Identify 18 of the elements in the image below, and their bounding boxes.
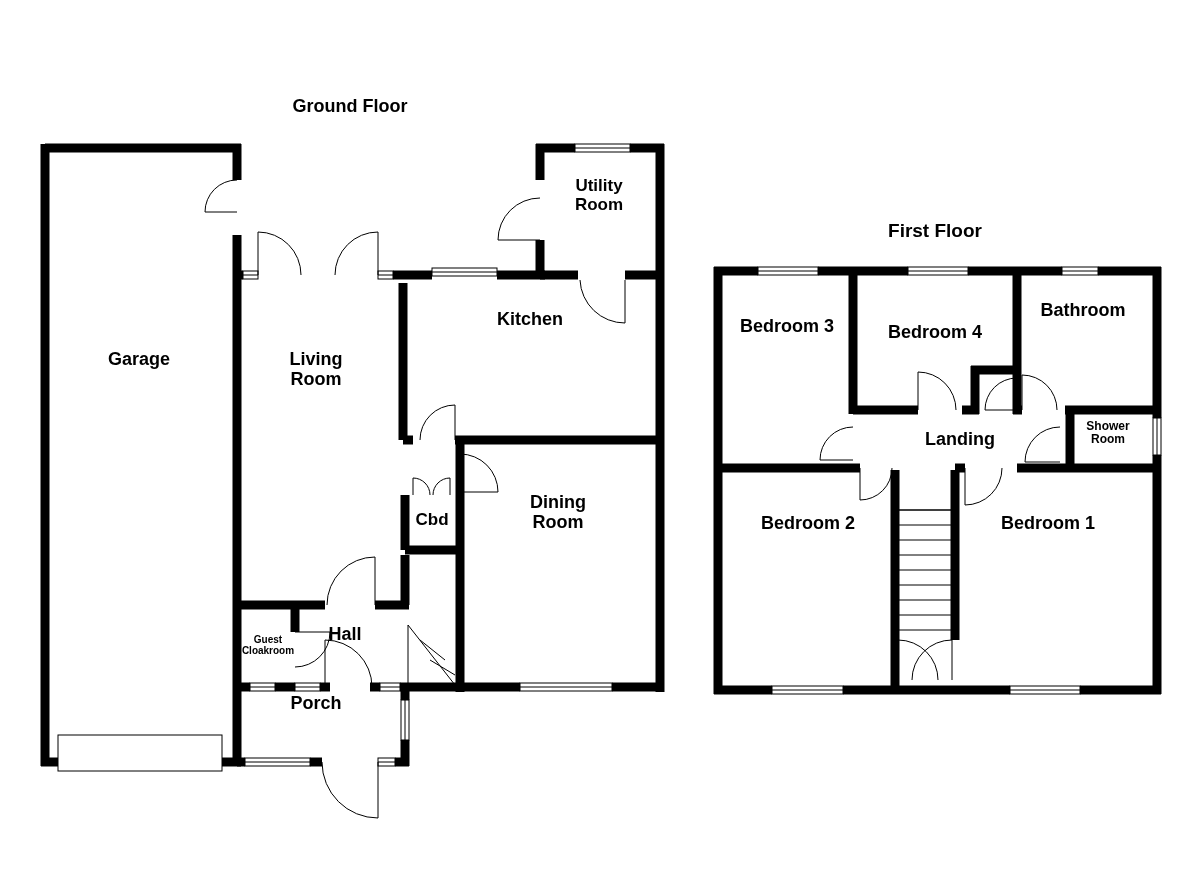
room-label: Shower Room (1085, 419, 1131, 447)
room-label: Porch (290, 694, 342, 714)
room-label: Bedroom 3 (740, 317, 834, 337)
room-label: Kitchen (497, 310, 563, 330)
floor-heading: First Floor (888, 220, 982, 242)
room-label: Landing (925, 430, 995, 450)
room-label: Dining Room (529, 493, 587, 533)
room-label: Bedroom 1 (1001, 514, 1095, 534)
room-label: Guest Cloakroom (241, 634, 295, 656)
floor-heading: Ground Floor (292, 97, 408, 117)
room-label: Bathroom (1040, 301, 1126, 321)
room-label: Bedroom 2 (761, 514, 855, 534)
room-label: Bedroom 4 (888, 323, 982, 343)
room-label: Utility Room (573, 177, 625, 215)
room-label: Hall (328, 625, 362, 645)
room-label: Garage (108, 350, 170, 370)
room-label: Cbd (415, 510, 449, 530)
room-label: Living Room (288, 350, 344, 390)
